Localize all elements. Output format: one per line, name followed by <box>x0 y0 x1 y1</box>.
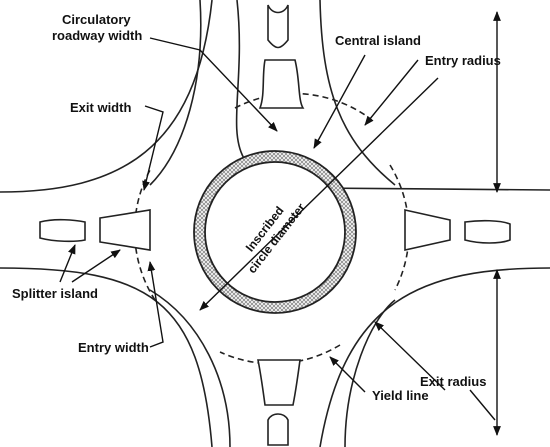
leader-splitter-1 <box>59 244 76 283</box>
leader-inscribed-diameter <box>199 77 439 311</box>
splitter-island-left-outer <box>39 218 86 243</box>
splitter-island-right <box>404 209 451 251</box>
leader-circulatory <box>149 37 278 132</box>
leader-central-island <box>313 54 366 149</box>
label-yield-line: Yield line <box>372 388 429 403</box>
central-island-core <box>204 161 346 303</box>
leader-lines <box>59 11 501 436</box>
road-edge-top-inner-left <box>149 0 202 186</box>
label-circulatory-line1: Circulatory <box>62 12 131 27</box>
road-edge-bottom-left <box>0 267 213 447</box>
leader-entry-radius <box>364 59 419 126</box>
road-edge-bottom-inner-right <box>344 299 396 447</box>
label-central-island: Central island <box>335 33 421 48</box>
road-edge-top-inner <box>319 0 396 186</box>
splitter-island-bottom <box>257 359 301 406</box>
leader-exit-radius <box>374 321 446 391</box>
road-edge-bottom-inner <box>149 289 231 447</box>
label-exit-width: Exit width <box>70 100 131 115</box>
splitter-islands <box>39 4 511 446</box>
leader-exit-width <box>142 105 164 191</box>
label-entry-width: Entry width <box>78 340 149 355</box>
splitter-island-left <box>99 209 151 251</box>
leader-yield-line <box>329 356 366 393</box>
leader-splitter-2 <box>71 249 121 283</box>
road-edge-bottom-right <box>319 267 550 447</box>
splitter-island-right-outer <box>464 219 511 244</box>
splitter-island-bottom-outer <box>267 413 289 446</box>
leader-entry-width <box>147 261 164 348</box>
central-island <box>193 150 357 314</box>
label-circulatory-line2: roadway width <box>52 28 142 43</box>
exit-radius-leader-2 <box>469 389 496 421</box>
label-splitter-island: Splitter island <box>12 286 98 301</box>
splitter-island-top <box>258 59 305 109</box>
label-entry-radius: Entry radius <box>425 53 501 68</box>
splitter-island-top-outer <box>267 4 289 49</box>
label-exit-radius: Exit radius <box>420 374 486 389</box>
